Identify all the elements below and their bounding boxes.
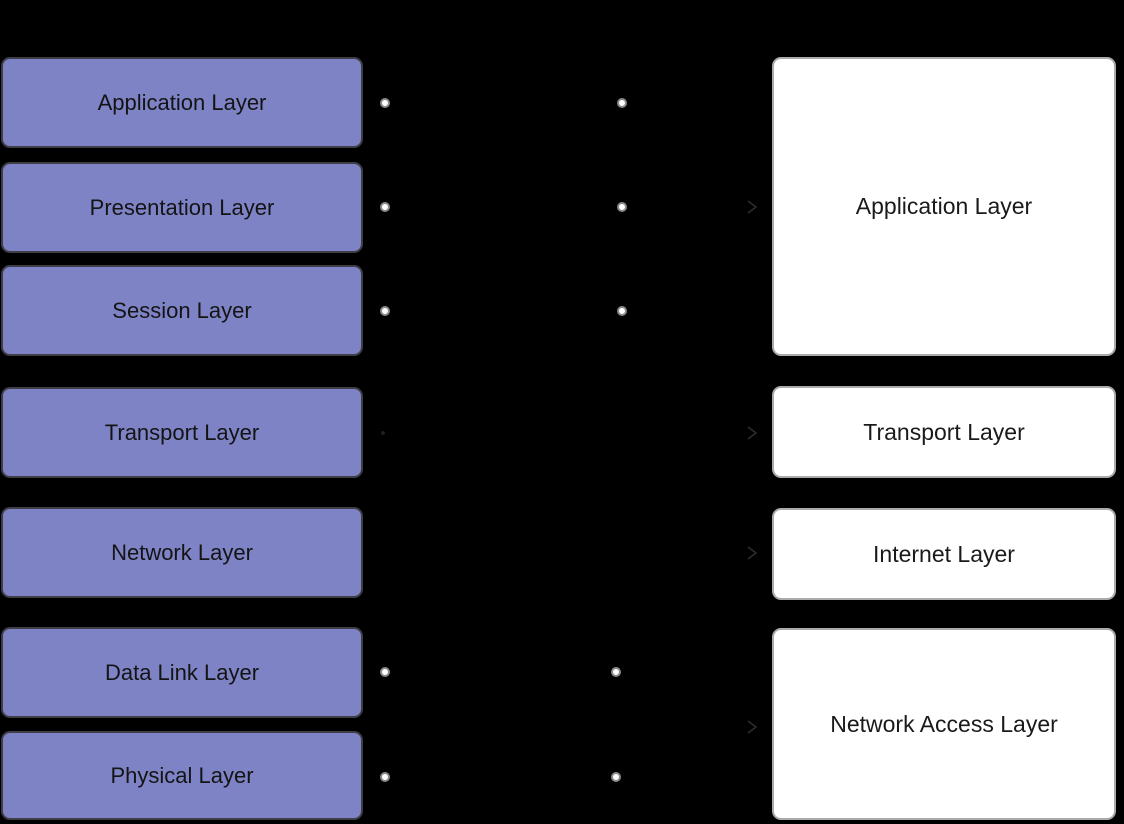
connector-dot <box>380 667 390 677</box>
arrowhead-icon <box>747 426 758 440</box>
tcpip-box-label: Network Access Layer <box>830 710 1058 737</box>
connector-dot <box>617 202 627 212</box>
tcpip-box-application-layer: Application Layer <box>772 57 1116 356</box>
connector-dot-faint <box>381 431 385 435</box>
osi-box-label: Application Layer <box>97 89 267 115</box>
connector-dot <box>380 306 390 316</box>
arrowhead-icon <box>747 546 758 560</box>
osi-box-label: Session Layer <box>112 297 252 323</box>
tcpip-box-label: Application Layer <box>855 193 1033 219</box>
osi-box-label: Data Link Layer <box>104 659 260 685</box>
tcpip-box-label: Transport Layer <box>863 418 1025 445</box>
osi-box-physical-layer: Physical Layer <box>1 731 363 820</box>
connector-dot <box>617 98 627 108</box>
connector-dot <box>611 667 621 677</box>
osi-box-label: Presentation Layer <box>89 194 275 220</box>
connector-dot <box>380 772 390 782</box>
osi-box-label: Network Layer <box>111 539 253 565</box>
connector-dot <box>380 98 390 108</box>
osi-box-application-layer: Application Layer <box>1 57 363 148</box>
osi-box-transport-layer: Transport Layer <box>1 387 363 478</box>
tcpip-box-network-access-layer: Network Access Layer <box>772 628 1116 820</box>
arrowhead-icon <box>747 720 758 734</box>
osi-box-label: Transport Layer <box>104 419 260 445</box>
arrowhead-icon <box>747 200 758 214</box>
osi-box-network-layer: Network Layer <box>1 507 363 598</box>
connector-dot <box>617 306 627 316</box>
osi-box-session-layer: Session Layer <box>1 265 363 356</box>
osi-box-label: Physical Layer <box>110 762 254 788</box>
tcpip-box-transport-layer: Transport Layer <box>772 386 1116 478</box>
tcpip-box-label: Internet Layer <box>873 540 1015 567</box>
osi-box-presentation-layer: Presentation Layer <box>1 162 363 253</box>
osi-box-data-link-layer: Data Link Layer <box>1 627 363 718</box>
connector-dot <box>380 202 390 212</box>
tcpip-box-internet-layer: Internet Layer <box>772 508 1116 600</box>
connector-dot <box>611 772 621 782</box>
